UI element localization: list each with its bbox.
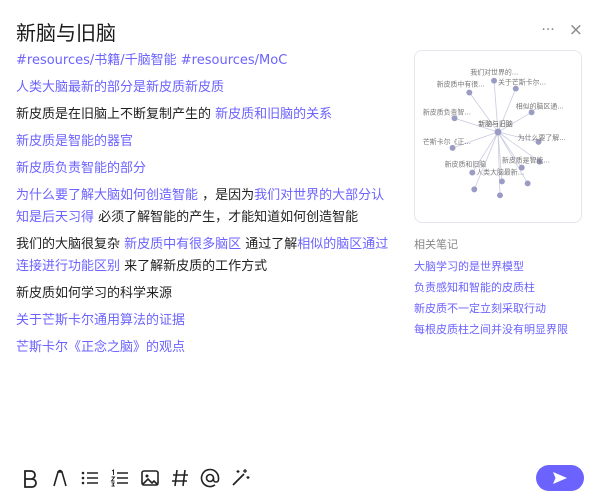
note-lines: 人类大脑最新的部分是新皮质新皮质新皮质是在旧脑上不断复制产生的 新皮质和旧脑的关… (16, 77, 391, 359)
graph-edge (493, 80, 499, 133)
related-list: 大脑学习的是世界模型负责感知和智能的皮质柱新皮质不一定立刻采取行动每根皮质柱之间… (414, 258, 594, 339)
send-button[interactable] (536, 465, 584, 491)
related-note-link[interactable]: 负责感知和智能的皮质柱 (414, 281, 535, 294)
graph-edge (497, 111, 532, 133)
note-link[interactable]: 我们对世界的大部分认知是后天习得 (16, 188, 385, 225)
note-link[interactable]: 为什么要了解大脑如何创造智能 (16, 188, 199, 203)
graph-node (497, 192, 503, 199)
bullet-list-icon[interactable] (80, 466, 100, 490)
note-text: 必须了解智能的产生，才能知道如何创造智能 (94, 210, 359, 225)
note-title: 新脑与旧脑 (16, 21, 116, 45)
header-actions: ··· × (541, 20, 583, 40)
note-text: 新皮质如何学习的科学来源 (16, 286, 173, 301)
note-line: 我们的大脑很复杂 新皮质中有很多脑区 通过了解相似的脑区通过连接进行功能区别 来… (16, 234, 391, 278)
graph-node (449, 144, 456, 151)
graph-node (469, 169, 476, 176)
graph-node (451, 115, 458, 122)
graph-edge (497, 131, 523, 168)
note-line: 人类大脑最新的部分是新皮质新皮质 (16, 77, 391, 99)
graph-node-label: 为什么要了解... (518, 133, 566, 142)
note-link[interactable]: 芒斯卡尔《正念之脑》的观点 (16, 340, 186, 355)
note-text: 通过了解 (241, 237, 298, 252)
graph-node (512, 85, 519, 92)
graph-node (466, 89, 473, 96)
note-link[interactable]: 关于芒斯卡尔通用算法的证据 (16, 313, 186, 328)
graph-edge (497, 132, 503, 182)
note-text: 我们的大脑很复杂 (16, 237, 125, 252)
graph-node-label: 新皮质是智能... (502, 156, 550, 165)
note-body: #resources/书籍/千脑智能 #resources/MoC 人类大脑最新… (16, 50, 391, 364)
note-link[interactable]: 新皮质中有很多脑区 (124, 237, 242, 252)
graph-node (536, 158, 543, 165)
image-icon[interactable] (140, 466, 160, 490)
related-note-link[interactable]: 大脑学习的是世界模型 (414, 260, 524, 273)
graph-edge (497, 131, 528, 184)
related-title: 相关笔记 (414, 238, 458, 251)
note-line: 为什么要了解大脑如何创造智能 ，是因为我们对世界的大部分认知是后天习得 必须了解… (16, 185, 391, 229)
related-note-link[interactable]: 每根皮质柱之间并没有明显界限 (414, 323, 568, 336)
graph-node (498, 178, 505, 185)
note-link[interactable]: 人类大脑最新的部分是新皮质新皮质 (16, 80, 225, 95)
graph-center-label: 新脑与旧脑 (478, 119, 513, 128)
note-text: 来了解新皮质的工作方式 (120, 259, 268, 274)
mention-icon[interactable] (200, 466, 220, 490)
graph-edge (452, 131, 499, 149)
note-text: 新皮质是在旧脑上不断复制产生的 (16, 107, 216, 122)
graph-node-label: 新皮质中有很... (437, 80, 485, 89)
graph-node (535, 138, 542, 145)
note-line: 关于芒斯卡尔通用算法的证据 (16, 310, 391, 332)
graph-node-label: 芒斯卡尔《正... (423, 137, 471, 146)
magic-wand-icon[interactable] (230, 466, 250, 490)
graph-node-label: 新皮质和旧脑 (445, 160, 487, 169)
note-line: 芒斯卡尔《正念之脑》的观点 (16, 337, 391, 359)
hashtag-icon[interactable] (170, 466, 190, 490)
close-icon[interactable]: × (568, 20, 583, 40)
bold-icon[interactable] (20, 466, 40, 490)
graph-node (528, 109, 535, 116)
note-link[interactable]: 相似的脑区通过连接进行功能区别 (16, 237, 389, 274)
related-note-link[interactable]: 新皮质不一定立刻采取行动 (414, 302, 546, 315)
graph-node-label: 新皮质负责智... (423, 107, 471, 116)
send-icon (553, 472, 567, 484)
graph-node (471, 186, 478, 193)
note-link[interactable]: 新皮质和旧脑的关系 (215, 107, 333, 122)
graph-node (524, 180, 531, 187)
graph-svg: 我们对世界的...关于芒斯卡尔... 新皮质中有很... 相似的脑区通... 新皮质负… (423, 68, 566, 199)
graph-view[interactable]: 我们对世界的...关于芒斯卡尔... 新皮质中有很... 相似的脑区通... 新皮质负… (414, 50, 582, 223)
graph-edge (471, 131, 499, 173)
graph-node-label: 我们对世界的... (470, 68, 518, 77)
related-notes: 相关笔记 大脑学习的是世界模型负责感知和智能的皮质柱新皮质不一定立刻采取行动每根… (414, 236, 594, 342)
note-link[interactable]: 新皮质是智能的器官 (16, 134, 134, 149)
graph-edge (497, 132, 501, 196)
graph-edge (497, 131, 540, 163)
graph-center-node (494, 128, 502, 136)
graph-node (491, 77, 498, 84)
more-icon[interactable]: ··· (541, 22, 555, 38)
graph-node (518, 164, 525, 171)
note-link[interactable]: 新皮质负责智能的部分 (16, 161, 147, 176)
note-tags[interactable]: #resources/书籍/千脑智能 #resources/MoC (16, 53, 288, 68)
graph-edge (497, 88, 517, 133)
pen-icon[interactable] (50, 466, 70, 490)
graph-node-label: 相似的脑区通... (516, 101, 564, 110)
note-line: 新皮质是在旧脑上不断复制产生的 新皮质和旧脑的关系 (16, 104, 391, 126)
note-text: ，是因为 (198, 188, 255, 203)
note-line: 新皮质如何学习的科学来源 (16, 283, 391, 305)
note-line: 新皮质负责智能的部分 (16, 158, 391, 180)
graph-node-label: 人类大脑最新... (476, 168, 524, 177)
graph-edge (469, 92, 499, 133)
graph-edge (454, 117, 499, 133)
numbered-list-icon[interactable] (110, 466, 130, 490)
graph-edge (473, 131, 499, 190)
note-line: 新皮质是智能的器官 (16, 131, 391, 153)
editor-toolbar (20, 466, 250, 490)
graph-node-label: 关于芒斯卡尔... (498, 78, 546, 87)
graph-edge (497, 131, 539, 143)
